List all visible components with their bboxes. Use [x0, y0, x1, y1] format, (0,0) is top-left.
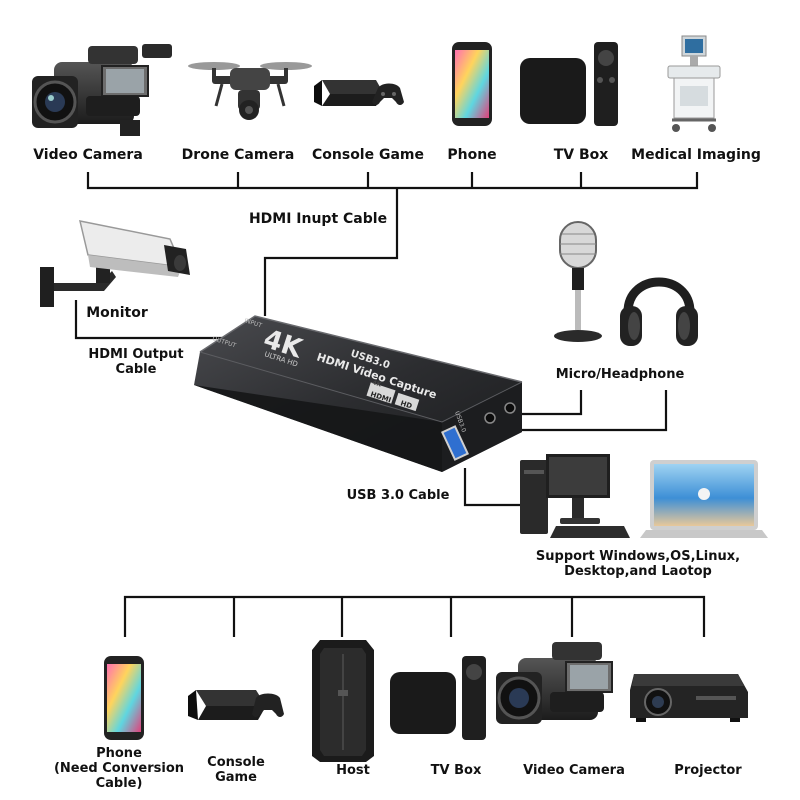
- bottom-device-label-phone: Phone (Need Conversion Cable): [53, 746, 185, 791]
- bottom-device-label-console-game: Console Game: [207, 755, 265, 785]
- top-device-label-tv-box: TV Box: [553, 147, 609, 163]
- hdmi-output-cable-label: HDMI Output Cable: [88, 347, 184, 377]
- hdmi-output-line: [74, 300, 222, 340]
- top-device-label-phone: Phone: [447, 147, 497, 163]
- capture-device: 4K ULTRA HD USB3.0 HDMI Video Capture IN…: [194, 315, 523, 472]
- top-device-label-drone-camera: Drone Camera: [181, 147, 295, 163]
- medical-imaging-icon: [667, 35, 721, 132]
- audio-label: Micro/Headphone: [555, 367, 685, 382]
- audio-line-mic: [522, 390, 583, 416]
- computer-support-label: Support Windows,OS,Linux, Desktop,and La…: [535, 549, 741, 579]
- bottom-device-label-video-camera: Video Camera: [523, 763, 625, 778]
- connector-lines: [74, 172, 706, 637]
- bottom-device-label-projector: Projector: [674, 763, 742, 778]
- phone-icon: [452, 42, 492, 126]
- bottom-device-label-host: Host: [336, 763, 370, 778]
- hdmi-input-line: [263, 188, 399, 316]
- microphone-icon: [554, 221, 602, 342]
- pc-tower-icon: [312, 640, 374, 762]
- top-bus-line: [86, 172, 699, 190]
- monitor-label: Monitor: [86, 305, 148, 321]
- desktop-computer-icon: [520, 454, 630, 538]
- hdmi-input-cable-label: HDMI Inupt Cable: [248, 211, 388, 227]
- video-camera-icon: [32, 44, 172, 136]
- audio-jack-1: [484, 412, 496, 424]
- projector-icon: [630, 674, 748, 722]
- bottom-bus-line: [123, 595, 706, 637]
- headphone-icon: [620, 277, 698, 346]
- video-camera-icon: [496, 642, 613, 724]
- top-device-label-medical-imaging: Medical Imaging: [631, 147, 761, 163]
- phone-icon: [104, 656, 144, 740]
- usb-port: [440, 425, 470, 461]
- usb-cable-label: USB 3.0 Cable: [346, 488, 450, 503]
- usb-line: [463, 468, 520, 507]
- drone-icon: [188, 62, 312, 120]
- device-badge-hd: HD: [399, 399, 413, 410]
- bottom-device-label-tv-box: TV Box: [430, 763, 482, 778]
- game-console-icon: [314, 80, 404, 106]
- audio-jack-2: [504, 402, 516, 414]
- laptop-icon: [640, 460, 768, 538]
- top-device-label-console-game: Console Game: [312, 147, 424, 163]
- security-camera-icon: [40, 220, 190, 307]
- tv-box-icon: [520, 42, 618, 126]
- tv-box-icon: [390, 656, 486, 740]
- audio-line-headphone: [508, 390, 668, 432]
- top-device-label-video-camera: Video Camera: [33, 147, 143, 163]
- device-badge-4k: 4K: [371, 379, 382, 388]
- game-console-icon: [188, 690, 284, 720]
